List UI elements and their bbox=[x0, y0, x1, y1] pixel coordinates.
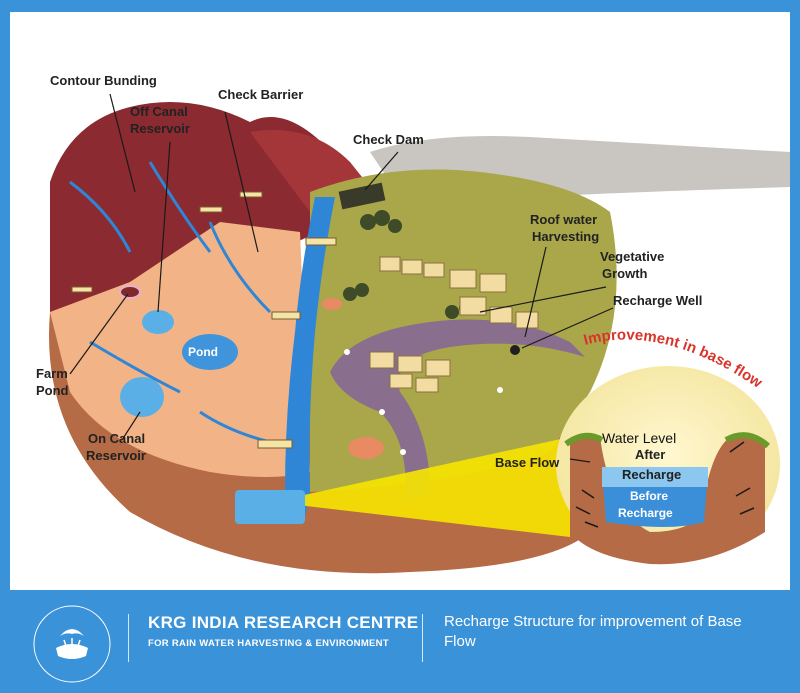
label-off-canal-1: Off Canal bbox=[130, 104, 188, 119]
pond bbox=[182, 334, 238, 370]
beam bbox=[272, 437, 570, 537]
label-on-canal-1: On Canal bbox=[88, 431, 145, 446]
recharge-well bbox=[510, 345, 520, 355]
patch-2 bbox=[348, 437, 384, 459]
label-contour-bunding: Contour Bunding bbox=[50, 73, 157, 88]
diagram-caption: Recharge Structure for improvement of Ba… bbox=[444, 613, 742, 650]
label-farm-pond-1: Farm bbox=[36, 366, 68, 381]
org-name: KRG INDIA RESEARCH CENTRE bbox=[148, 613, 419, 632]
label-roof-water-2: Harvesting bbox=[532, 229, 599, 244]
label-check-barrier: Check Barrier bbox=[218, 87, 303, 102]
label-on-canal-2: Reservoir bbox=[86, 448, 146, 463]
off-canal-reservoir bbox=[142, 310, 174, 334]
label-off-canal-2: Reservoir bbox=[130, 121, 190, 136]
patch-1 bbox=[322, 298, 342, 310]
stars bbox=[344, 349, 503, 455]
krg-logo-icon bbox=[33, 605, 111, 683]
on-canal-reservoir bbox=[120, 377, 164, 417]
tributaries bbox=[69, 161, 272, 444]
label-farm-pond-2: Pond bbox=[36, 383, 69, 398]
leader-lines bbox=[69, 93, 614, 463]
label-before: Before bbox=[630, 489, 668, 503]
label-vegetative-1: Vegetative bbox=[600, 249, 664, 264]
footer: KRG INDIA RESEARCH CENTRE FOR RAIN WATER… bbox=[0, 590, 800, 693]
channel-after-band bbox=[602, 467, 708, 487]
farm-pond-ring bbox=[119, 285, 141, 299]
recharge-diagram: Improvement in base flow Contour Bunding… bbox=[36, 73, 790, 574]
outlet-pool bbox=[235, 490, 305, 524]
label-water-level: Water Level bbox=[602, 430, 676, 446]
buildings bbox=[369, 256, 539, 393]
base-flow-arrows bbox=[575, 441, 755, 528]
label-check-dam: Check Dam bbox=[353, 132, 424, 147]
footer-divider-1 bbox=[128, 614, 129, 662]
label-recharge-well: Recharge Well bbox=[613, 293, 702, 308]
check-barriers bbox=[71, 191, 337, 449]
label-before-recharge: Recharge bbox=[618, 506, 673, 520]
label-base-flow: Base Flow bbox=[495, 455, 560, 470]
label-vegetative-2: Growth bbox=[602, 266, 648, 281]
footer-divider-2 bbox=[422, 614, 423, 662]
channel-grass bbox=[564, 432, 771, 449]
label-pond: Pond bbox=[188, 345, 218, 359]
check-dam bbox=[338, 182, 386, 210]
diagram-frame: Improvement in base flow Contour Bunding… bbox=[10, 12, 790, 590]
label-after-recharge: Recharge bbox=[622, 467, 681, 482]
river bbox=[285, 197, 335, 517]
org-tagline: FOR RAIN WATER HARVESTING & ENVIRONMENT bbox=[148, 638, 389, 649]
label-roof-water-1: Roof water bbox=[530, 212, 597, 227]
label-after: After bbox=[635, 447, 665, 462]
channel-soil bbox=[570, 435, 765, 565]
